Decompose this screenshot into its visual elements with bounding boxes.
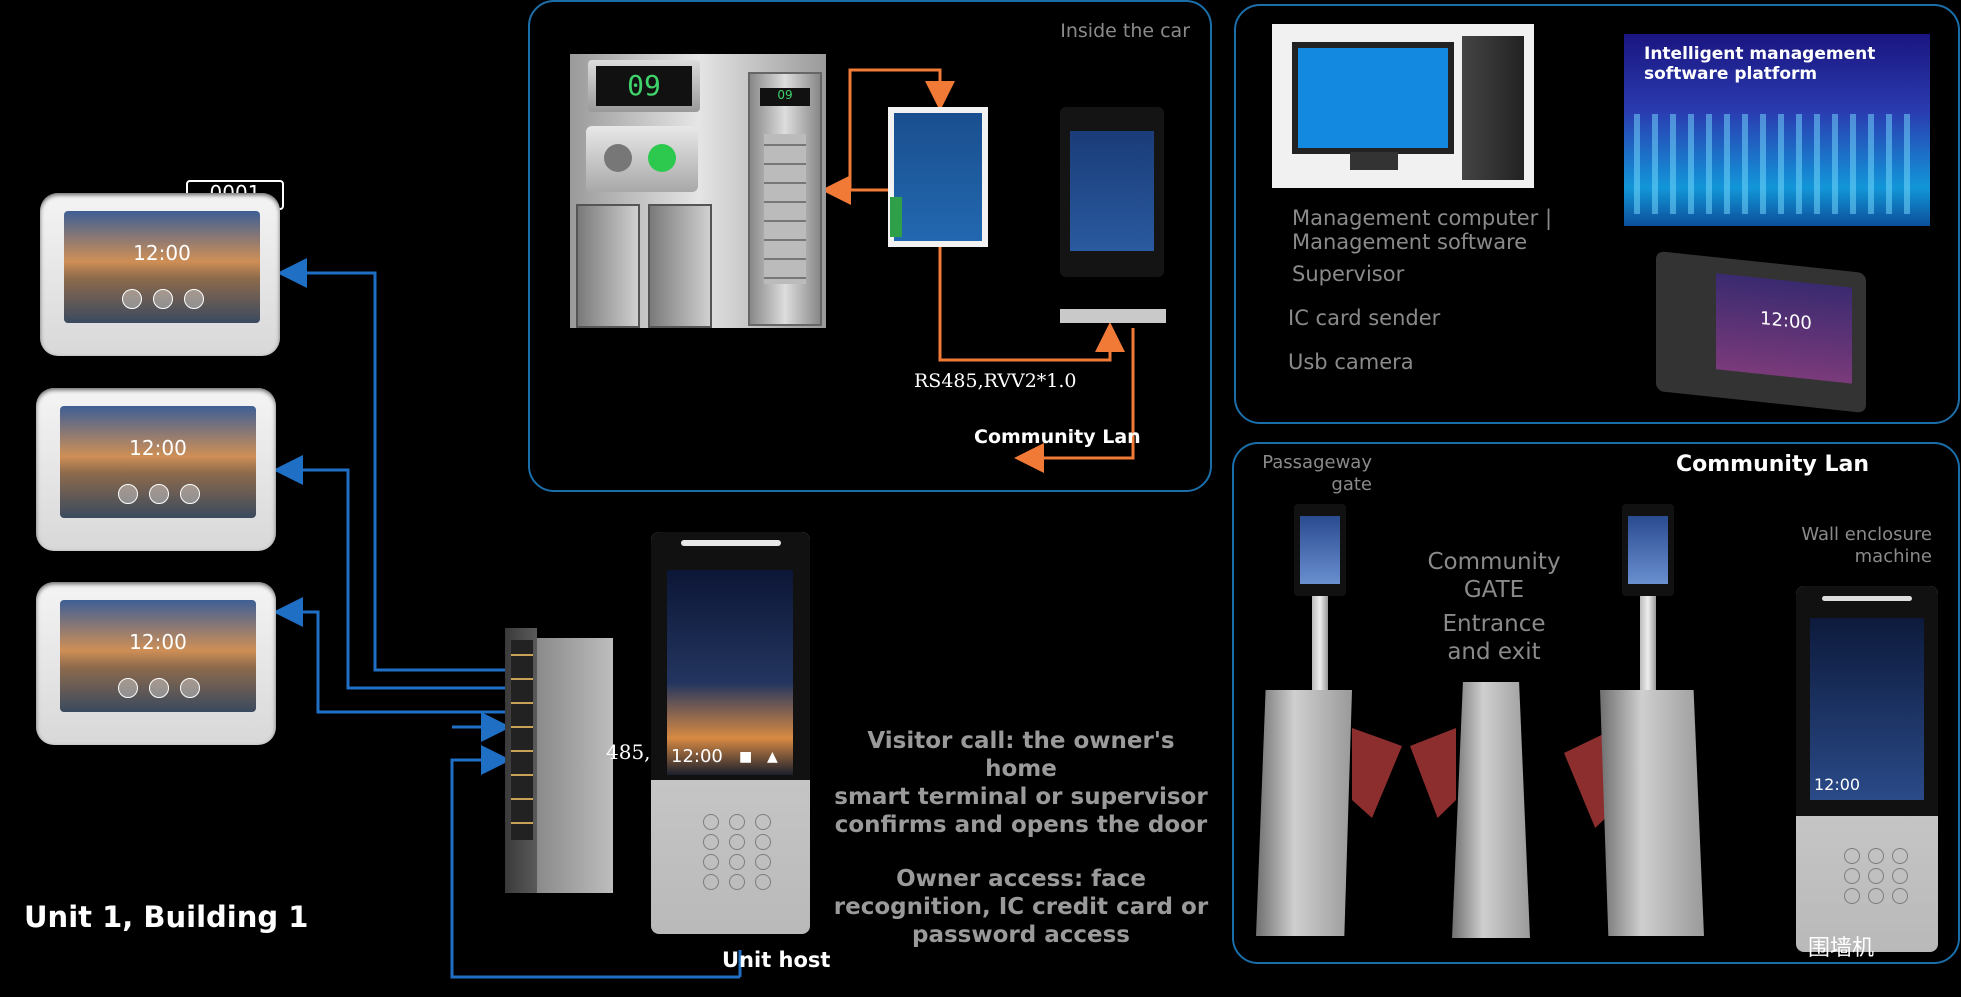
card-reader-bar (1060, 309, 1166, 323)
call-icon (118, 678, 138, 698)
monitor-time: 12:00 (133, 241, 191, 265)
visitor-line-3: confirms and opens the door (834, 812, 1208, 838)
car-lan-label: Community Lan (974, 426, 1141, 448)
turnstile-flap-2 (1410, 728, 1456, 818)
supervisor-terminal: 12:00 (1656, 250, 1866, 414)
face-terminal-2 (1622, 504, 1674, 596)
wall-line-2: machine (1854, 546, 1932, 567)
passageway-label: Passageway gate (1254, 452, 1372, 496)
blue-wires (273, 258, 742, 979)
elevator-door-left (576, 204, 640, 328)
passageway-line-1: Passageway (1262, 452, 1372, 473)
owner-line-1: Owner access: face (896, 866, 1146, 892)
owner-line-3: password access (912, 922, 1130, 948)
message-icon (149, 484, 169, 504)
passageway-line-2: gate (1331, 474, 1372, 495)
visitor-line-1: Visitor call: the owner's home (867, 728, 1175, 782)
platform-title-2: software platform (1644, 64, 1818, 84)
arrow-right-icon (648, 144, 676, 172)
entrance-line-2: and exit (1447, 639, 1541, 665)
turnstile-flap-1 (1352, 728, 1402, 818)
wall-machine-label: Wall enclosure machine (1801, 524, 1932, 568)
unit-host-screen: 12:00 ■ ▲ (667, 570, 793, 775)
message-icon (149, 678, 169, 698)
switch-ports (511, 640, 533, 840)
indoor-monitor-1: 12:00 (40, 193, 280, 356)
bell-icon: ▲ (767, 749, 778, 765)
floor-number: 09 (596, 66, 692, 106)
terminal-pole-1 (1312, 596, 1328, 696)
wall-enclosure-machine: 12:00 (1796, 586, 1938, 952)
monitor-time: 12:00 (129, 436, 187, 460)
management-list: Management computer | Management softwar… (1288, 206, 1553, 374)
management-computer-image (1272, 24, 1534, 188)
monitor-time: 12:00 (129, 630, 187, 654)
turnstile-2 (1452, 682, 1530, 938)
call-icon (118, 484, 138, 504)
platform-banner: Intelligent management software platform (1624, 34, 1930, 226)
wall-machine-time: 12:00 (1814, 775, 1861, 794)
community-line-2: GATE (1463, 577, 1525, 603)
management-panel: Management computer | Management softwar… (1234, 4, 1960, 424)
car-floor-number: 09 (760, 88, 810, 106)
elevator-door-right (648, 204, 712, 328)
elevator-door-station (1060, 107, 1164, 277)
car-operating-panel: 09 (748, 72, 822, 326)
unlock-icon (180, 484, 200, 504)
rs485-label: RS485,RVV2*1.0 (914, 370, 1077, 392)
owner-line-2: recognition, IC credit card or (833, 894, 1209, 920)
monitor-screen: 12:00 (60, 600, 256, 712)
monitor-screen: 12:00 (64, 211, 260, 323)
call-icon (122, 289, 142, 309)
arrow-left-icon (604, 144, 632, 172)
unlock-icon (180, 678, 200, 698)
indoor-monitor-3: 12:00 (36, 582, 276, 745)
terminal-pole-2 (1640, 596, 1656, 696)
community-line-1: Community (1427, 549, 1561, 575)
turnstile-1 (1256, 690, 1352, 936)
access-description: Visitor call: the owner's home smart ter… (830, 727, 1212, 949)
car-panel-title: Inside the car (1060, 20, 1190, 42)
monitor-screen: 12:00 (60, 406, 256, 518)
item-supervisor: Supervisor (1292, 262, 1405, 286)
unlock-icon (184, 289, 204, 309)
indoor-monitor-2: 12:00 (36, 388, 276, 551)
supervisor-time: 12:00 (1760, 307, 1812, 335)
message-icon (153, 289, 173, 309)
car-panel: Inside the car 09 09 RS485,RVV2*1.0 Comm… (528, 0, 1212, 492)
unit-label: Unit 1, Building 1 (24, 900, 309, 934)
item-management-computer: Management computer | (1292, 206, 1553, 230)
entrance-line-1: Entrance (1442, 611, 1546, 637)
visitor-line-2: smart terminal or supervisor (834, 784, 1208, 810)
wall-machine-cn-label: 围墙机 (1808, 936, 1875, 961)
unit-host-label: Unit host (722, 948, 831, 972)
camera-bar (681, 540, 781, 546)
orange-wires (821, 68, 1135, 473)
elevator-hall-panel: 09 09 (570, 54, 826, 328)
gate-panel: Passageway gate Community Lan Community … (1232, 442, 1960, 964)
face-terminal-1 (1294, 504, 1346, 596)
lock-icon: ■ (739, 749, 753, 765)
item-usb-camera: Usb camera (1288, 350, 1414, 374)
gate-lan-label: Community Lan (1676, 452, 1870, 477)
elevator-controller-board (888, 107, 988, 247)
unit-host-device: 12:00 ■ ▲ (651, 532, 810, 934)
item-ic-card-sender: IC card sender (1288, 306, 1441, 330)
wall-line-1: Wall enclosure (1801, 524, 1932, 545)
network-switch (505, 628, 613, 893)
floor-display: 09 (588, 60, 700, 112)
item-management-software: Management software (1292, 230, 1528, 254)
community-gate-label: Community GATE Entrance and exit (1414, 548, 1574, 666)
turnstile-3 (1600, 690, 1704, 936)
unit-host-time: 12:00 (671, 746, 723, 767)
call-buttons (586, 126, 698, 192)
platform-title-1: Intelligent management (1644, 44, 1876, 64)
